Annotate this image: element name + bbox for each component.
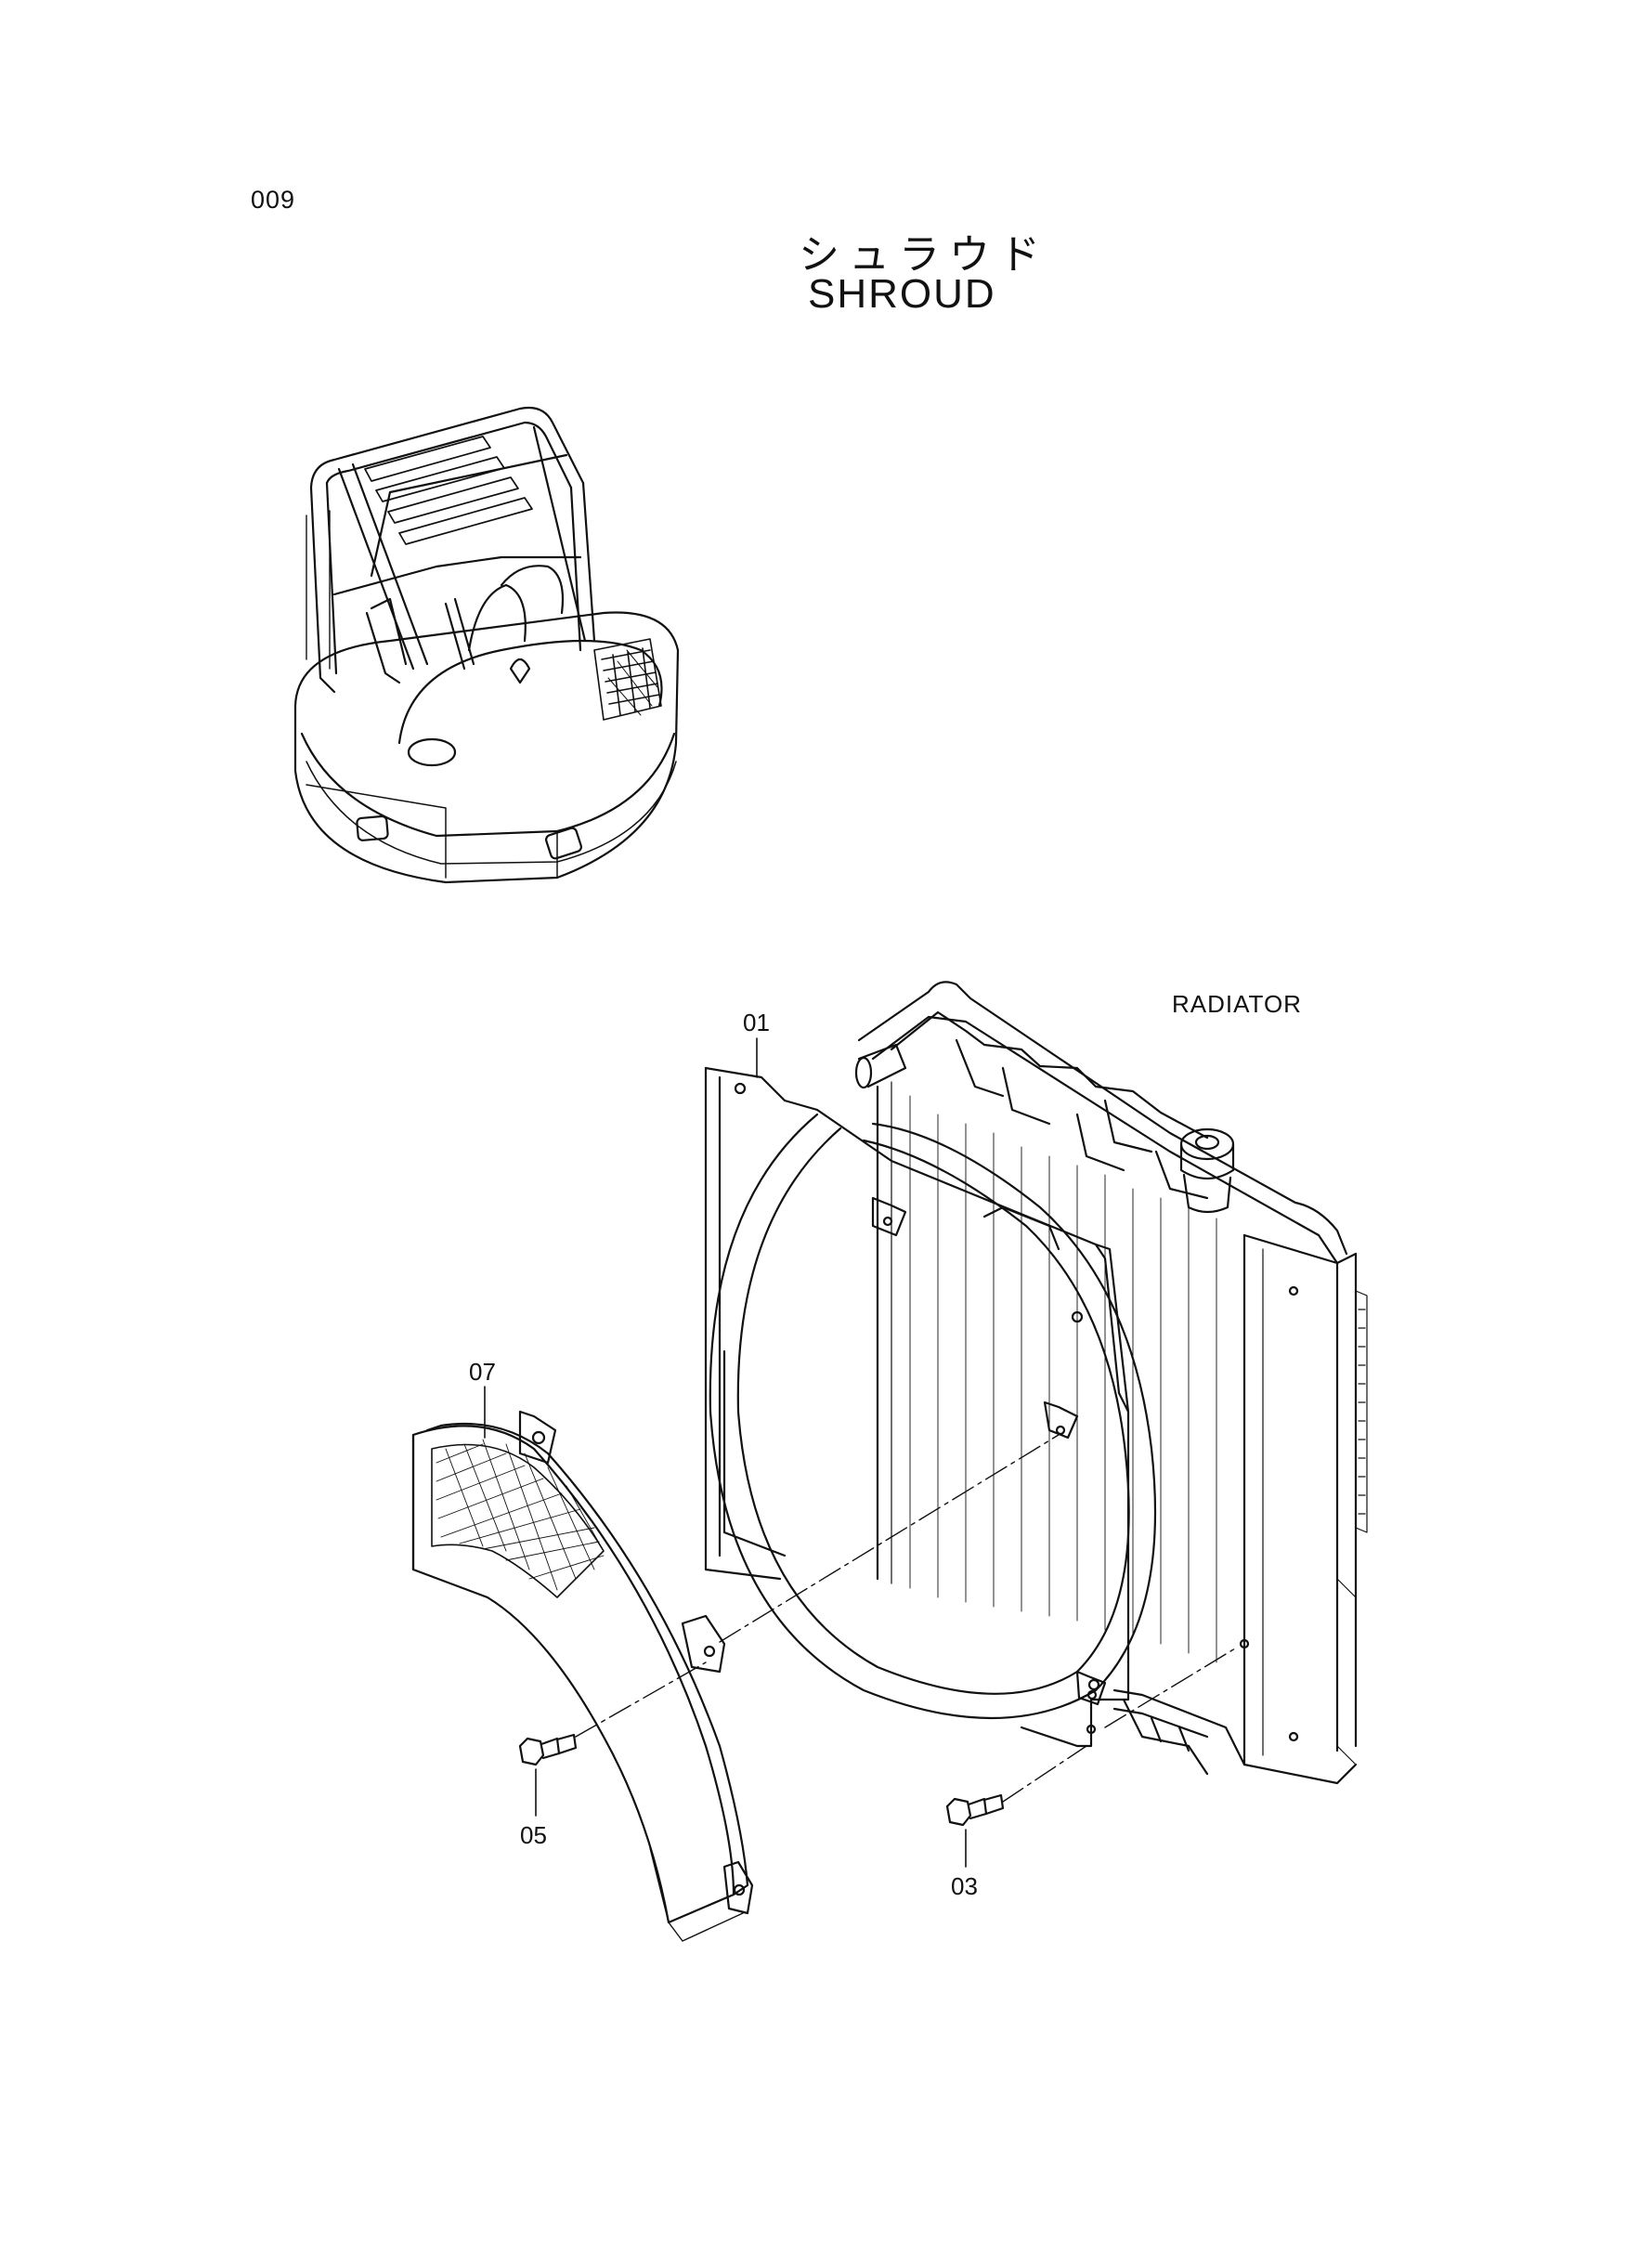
- excavator-location-sketch: [293, 406, 680, 884]
- assembly-lines: [575, 1434, 1236, 1803]
- callout-07: 07: [469, 1358, 496, 1386]
- callout-01: 01: [743, 1009, 770, 1036]
- shroud-part-01: [704, 1066, 1157, 1748]
- callout-03: 03: [951, 1872, 978, 1900]
- bolt-part-03: [945, 1793, 1005, 1827]
- callout-leaders: [484, 1037, 967, 1868]
- bolt-part-05: [518, 1733, 578, 1766]
- radiator-grill-location-icon: [593, 638, 662, 721]
- guard-part-07: [411, 1410, 754, 1942]
- title-japanese: シュラウド: [799, 231, 1049, 279]
- title-english: SHROUD: [808, 271, 996, 317]
- radiator-label: RADIATOR: [1172, 990, 1302, 1018]
- page-number: 009: [251, 186, 296, 214]
- radiator-assembly: [854, 981, 1368, 1785]
- callout-05: 05: [520, 1821, 547, 1849]
